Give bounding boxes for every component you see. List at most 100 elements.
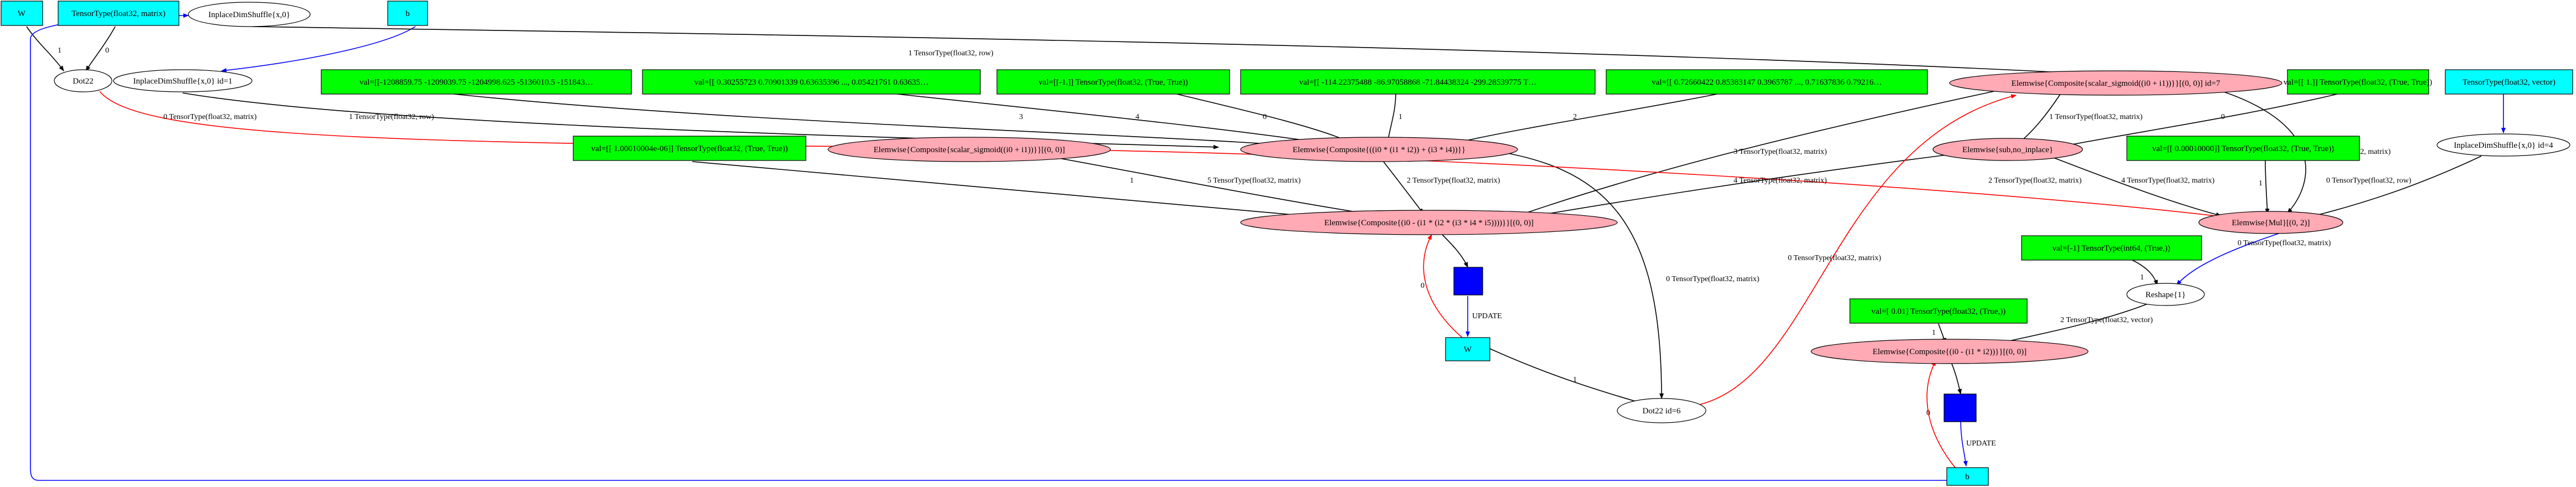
node-dot22[interactable]: Dot22: [54, 69, 112, 92]
edge-label-072-comp: 2: [1573, 113, 1577, 121]
edge-val-114-to-composite: [1386, 94, 1396, 143]
node-reshape[interactable]: Reshape{1}: [2126, 283, 2205, 306]
node-dimshuffle-id1[interactable]: InplaceDimShuffle{x,0} id=1: [113, 69, 253, 92]
edge-label-row-sig7: 1 TensorType(float32, row): [908, 49, 994, 58]
edge-sub-to-big: [1528, 153, 1956, 219]
edge-w-out-to-big: [1423, 234, 1463, 338]
svg-text:Reshape{1}: Reshape{1}: [2146, 291, 2186, 299]
svg-text:Elemwise{Composite{((i0 * (i1: Elemwise{Composite{((i0 * (i1 * i2)) + (…: [1293, 146, 1466, 154]
edge-label-update-b: UPDATE: [1966, 439, 1996, 448]
edge-label-w-dot22: 1: [58, 46, 61, 55]
edge-update-to-b: [1960, 420, 1968, 467]
node-val-neg1[interactable]: val=[[-1.]] TensorType(float32, (True, T…: [996, 69, 1230, 95]
node-val-large[interactable]: val=[[-1208859.75 -1209039.75 -1204998.6…: [321, 69, 632, 95]
svg-text:val=[[ 1.]] TensorType(float32: val=[[ 1.]] TensorType(float32, (True, T…: [2284, 78, 2432, 87]
edge-label-sigmid-big: 5 TensorType(float32, matrix): [1207, 177, 1301, 185]
edge-label-wout-dot6: 1: [1573, 376, 1577, 384]
edge-label-reshape-vec: 2 TensorType(float32, vector): [2060, 316, 2153, 324]
edge-sub-to-mul: [2049, 156, 2222, 217]
svg-text:val=[[ 0.72660422 0.85383147: val=[[ 0.72660422 0.85383147 0.3965787 .…: [1652, 78, 1882, 87]
edge-label-small-comp: 4: [1135, 113, 1139, 121]
node-tensor-vector-input[interactable]: TensorType(float32, vector): [2445, 69, 2573, 95]
node-composite-i0i1[interactable]: Elemwise{Composite{((i0 * (i1 * i2)) + (…: [1240, 137, 1518, 162]
edge-label-dot-sigmid: 0 TensorType(float32, matrix): [163, 113, 257, 121]
node-val-0001[interactable]: val=[[ 0.00010000]] TensorType(float32, …: [2126, 136, 2360, 161]
svg-text:Elemwise{Mul}[(0, 2)]: Elemwise{Mul}[(0, 2)]: [2231, 219, 2310, 227]
svg-text:Elemwise{Composite{(i0 - (i1 *: Elemwise{Composite{(i0 - (i1 * (i2 * (i3…: [1324, 219, 1534, 227]
edge-label-mul-reshape: 0 TensorType(float32, matrix): [2238, 239, 2331, 247]
edge-w-to-dot22: [26, 26, 64, 71]
edge-val-small-to-composite: [897, 94, 1330, 146]
svg-text:b: b: [1965, 473, 1970, 481]
node-b-input[interactable]: b: [387, 1, 428, 26]
node-update-box-b[interactable]: [1943, 393, 1977, 422]
node-val-001[interactable]: val=[ 0.01] TensorType(float32, (True,)): [1849, 298, 2028, 324]
edge-val-large-to-composite: [454, 94, 1286, 147]
edge-label-dot6-sig7: 0 TensorType(float32, matrix): [1788, 254, 1881, 262]
edge-label-negint-reshape: 1: [2140, 273, 2144, 282]
edge-label-0001-mul: 1: [2259, 179, 2263, 188]
svg-text:W: W: [1464, 345, 1472, 354]
svg-text:Dot22: Dot22: [73, 77, 94, 86]
svg-text:val=[[-1208859.75 -1209039.75: val=[[-1208859.75 -1209039.75 -1204998.6…: [359, 78, 593, 87]
edge-label-neg1-comp: 0: [1263, 113, 1267, 121]
node-w-output[interactable]: W: [1445, 337, 1490, 361]
edge-label-comp-big: 2 TensorType(float32, matrix): [1407, 177, 1500, 185]
svg-text:Elemwise{sub,no_inplace}: Elemwise{sub,no_inplace}: [1962, 146, 2053, 154]
node-dot22-id6[interactable]: Dot22 id=6: [1617, 398, 1706, 423]
svg-text:Elemwise{Composite{scalar_sigm: Elemwise{Composite{scalar_sigmoid((i0 + …: [2012, 79, 2220, 88]
svg-text:val=[[-1.]] TensorType(float32: val=[[-1.]] TensorType(float32, (True, T…: [1038, 78, 1188, 87]
node-composite-vec[interactable]: Elemwise{Composite{(i0 - (i1 * i2))}}[(0…: [1811, 339, 2089, 364]
node-mul[interactable]: Elemwise{Mul}[(0, 2)]: [2198, 211, 2343, 234]
edge-big-to-update-w: [1439, 232, 1468, 268]
edge-matrix-to-dot22: [85, 26, 116, 71]
edge-mul-to-reshape: [2176, 232, 2282, 286]
node-sub-no-inplace[interactable]: Elemwise{sub,no_inplace}: [1932, 138, 2083, 161]
edge-label-bout-vec: 0: [1926, 409, 1930, 417]
edge-dot6-to-sigmoid7: [1689, 94, 2017, 407]
edge-w-out-to-dot6: [1489, 348, 1646, 405]
svg-text:Elemwise{Composite{scalar_sigm: Elemwise{Composite{scalar_sigmoid((i0 + …: [873, 146, 1065, 154]
node-dimshuffle-top[interactable]: InplaceDimShuffle{x,0}: [188, 2, 311, 27]
svg-text:W: W: [18, 9, 26, 18]
node-sigmoid-id7[interactable]: Elemwise{Composite{scalar_sigmoid((i0 + …: [1949, 70, 2282, 96]
edge-label-sub-big: 4 TensorType(float32, matrix): [1734, 177, 1827, 185]
edge-label-wout-big: 0: [1421, 282, 1425, 290]
edge-label-114-comp: 1: [1398, 113, 1402, 121]
edge-label-one-sub: 0: [2221, 113, 2225, 121]
svg-text:InplaceDimShuffle{x,0}: InplaceDimShuffle{x,0}: [208, 11, 290, 19]
edge-label-sigmid-mul: 2 TensorType(float32, matrix): [1988, 177, 2082, 185]
edge-dimshuffle-to-sigmoid7: [251, 26, 2138, 79]
edge-label-large-comp: 3: [1019, 113, 1023, 121]
node-b-output[interactable]: b: [1946, 467, 1989, 486]
svg-text:InplaceDimShuffle{x,0} id=4: InplaceDimShuffle{x,0} id=4: [2454, 141, 2553, 150]
svg-text:Elemwise{Composite{(i0 - (i1 *: Elemwise{Composite{(i0 - (i1 * i2))}}[(0…: [1873, 348, 2027, 356]
edge-vec-to-update-b: [1949, 358, 1962, 395]
svg-text:b: b: [405, 9, 410, 18]
node-dimshuffle-id4[interactable]: InplaceDimShuffle{x,0} id=4: [2436, 133, 2570, 157]
edge-val-072-to-composite: [1451, 94, 1718, 145]
node-sigmoid-mid[interactable]: Elemwise{Composite{scalar_sigmoid((i0 + …: [827, 137, 1111, 162]
node-tensor-matrix-input[interactable]: TensorType(float32, matrix): [58, 1, 179, 26]
node-update-box-w[interactable]: [1453, 267, 1483, 296]
node-val-small[interactable]: val=[[ 0.30255723 0.70901339 0.63635396 …: [642, 69, 981, 95]
edge-label-id4-mul: 0 TensorType(float32, row): [2326, 177, 2412, 185]
node-w-input[interactable]: W: [1, 1, 43, 26]
svg-text:TensorType(float32, matrix): TensorType(float32, matrix): [71, 9, 166, 18]
edge-label-comp-dot6: 0 TensorType(float32, matrix): [1666, 275, 1760, 283]
node-val-one[interactable]: val=[[ 1.]] TensorType(float32, (True, T…: [2284, 69, 2432, 95]
node-val-114[interactable]: val=[[ -114.22375488 -86.97058868 -71.84…: [1240, 69, 1596, 95]
svg-text:val=[[ 1.00010004e-06]] Tenso: val=[[ 1.00010004e-06]] TensorType(float…: [591, 144, 788, 153]
node-val-1e06[interactable]: val=[[ 1.00010004e-06]] TensorType(float…: [573, 136, 806, 161]
edge-val-1e06-to-big: [692, 161, 1319, 219]
node-composite-big[interactable]: Elemwise{Composite{(i0 - (i1 * (i2 * (i3…: [1240, 210, 1618, 235]
node-val-neg1-int[interactable]: val=[-1] TensorType(int64, (True,)): [2021, 235, 2202, 261]
edge-label-id1-comp: 1 TensorType(float32, row): [349, 113, 434, 121]
edge-label-sig7-sub: 1 TensorType(float32, matrix): [2049, 113, 2143, 121]
node-val-072[interactable]: val=[[ 0.72660422 0.85383147 0.3965787 .…: [1606, 69, 1928, 95]
svg-text:val=[[ 0.00010000]] TensorType: val=[[ 0.00010000]] TensorType(float32, …: [2152, 144, 2334, 153]
svg-text:val=[-1] TensorType(int64, (Tr: val=[-1] TensorType(int64, (True,)): [2053, 244, 2171, 253]
edge-sigmoid7-to-big: [1517, 91, 1994, 216]
